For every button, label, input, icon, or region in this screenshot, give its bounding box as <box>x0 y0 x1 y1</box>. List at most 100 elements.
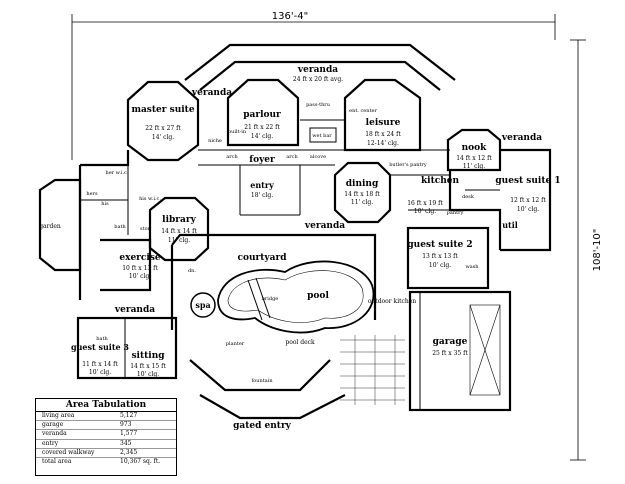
row-value: 2,345 <box>120 448 138 456</box>
library-label: library <box>162 215 196 225</box>
table-row: living area 5,127 <box>36 412 176 422</box>
dining-label: dining <box>346 179 379 189</box>
kitchen-label: kitchen <box>421 176 460 186</box>
spa-shape <box>190 292 216 318</box>
depth-dimension-label: 108'-10" <box>592 229 603 272</box>
foyer-label: foyer <box>249 155 275 165</box>
kitchen-size: 16 ft x 19 ft <box>407 200 443 207</box>
niche-label: niche <box>208 138 222 144</box>
row-label: living area <box>42 412 75 419</box>
area-tabulation-table: Area Tabulation living area 5,127 garage… <box>35 398 177 476</box>
parlour-label: parlour <box>243 110 281 120</box>
alcove-label: alcove <box>310 154 326 160</box>
arch-label-2: arch <box>286 154 298 160</box>
table-row: garage 973 <box>36 421 176 431</box>
planter-label: planter <box>226 341 245 347</box>
guest-suite-3-label: guest suite 3 <box>71 342 129 352</box>
library-size: 14 ft x 14 ft <box>161 228 197 235</box>
table-row: total area 10,367 sq. ft. <box>36 458 176 466</box>
built-in-label: built-in <box>228 129 247 135</box>
entry-clg: 18' clg. <box>251 192 273 199</box>
nook-clg: 11' clg. <box>463 163 485 170</box>
garage-label: garage <box>433 337 468 347</box>
guest-suite-2-size: 13 ft x 13 ft <box>422 253 458 260</box>
guest-suite-1-label: guest suite 1 <box>495 176 560 186</box>
master-suite-size: 22 ft x 27 ft <box>145 125 181 132</box>
guest-suite-2-clg: 10' clg. <box>429 262 451 269</box>
guest-suite-1-size: 12 ft x 12 ft <box>510 197 546 204</box>
width-dimension-label: 136'-4" <box>272 11 308 22</box>
pool-shape <box>217 260 375 334</box>
table-row: covered walkway 2,345 <box>36 448 176 459</box>
dimension-lines <box>71 14 586 461</box>
dn-label: dn. <box>188 268 196 274</box>
her-wic-label: her w.i.c. <box>105 170 128 176</box>
leisure-label: leisure <box>366 118 401 128</box>
pantry-label: pantry <box>447 210 464 216</box>
sitting-size: 14 ft x 15 ft <box>130 363 166 370</box>
area-tabulation-title: Area Tabulation <box>36 399 176 412</box>
row-value: 5,127 <box>120 412 138 419</box>
bridge-line <box>247 279 263 321</box>
veranda-tl-label: veranda <box>191 88 232 98</box>
nook-label: nook <box>462 143 488 153</box>
dining-size: 14 ft x 18 ft <box>344 191 380 198</box>
fountain-label: fountain <box>251 378 273 384</box>
deck-hatch <box>340 335 405 405</box>
courtyard-label: courtyard <box>237 253 287 263</box>
hers-label: hers <box>86 191 98 197</box>
pool-label: pool <box>307 291 329 301</box>
util-label: util <box>502 220 518 230</box>
exercise-size: 10 ft x 13 ft <box>122 265 158 272</box>
garage-stalls <box>469 304 501 396</box>
row-label: covered walkway <box>42 448 95 456</box>
bath-3-label: bath <box>96 336 108 342</box>
row-label: total area <box>42 458 72 466</box>
parlour-clg: 14' clg. <box>251 133 273 140</box>
stor-label: stor <box>140 226 151 232</box>
veranda-tr-label: veranda <box>501 133 542 143</box>
guest-suite-2-label: guest suite 2 <box>407 240 472 250</box>
row-label: entry <box>42 439 59 447</box>
butler-pantry-label: butler's pantry <box>389 162 427 168</box>
exercise-label: exercise <box>119 253 161 263</box>
parlour-size: 21 ft x 22 ft <box>244 124 280 131</box>
master-suite-clg: 14' clg. <box>152 134 174 141</box>
arch-label-1: arch <box>226 154 238 160</box>
row-value: 345 <box>120 439 132 447</box>
pool-deck-label: pool deck <box>285 339 315 346</box>
exercise-clg: 10' clg. <box>129 273 151 280</box>
veranda-top-size: 24 ft x 20 ft avg. <box>293 76 343 83</box>
entry-label: entry <box>250 180 274 190</box>
veranda-bl-label: veranda <box>114 305 155 315</box>
wash-label: wash <box>465 264 479 270</box>
nook-size: 14 ft x 12 ft <box>456 155 492 162</box>
row-label: garage <box>42 421 64 429</box>
sitting-clg: 10' clg. <box>137 371 159 378</box>
table-row: entry 345 <box>36 440 176 449</box>
desk-label: desk <box>462 194 475 200</box>
kitchen-clg: 10' clg. <box>414 208 436 215</box>
garage-size: 25 ft x 35 ft <box>432 350 468 357</box>
row-label: veranda <box>42 430 67 438</box>
sitting-label: sitting <box>131 351 165 361</box>
table-row: veranda 1,577 <box>36 430 176 440</box>
pass-thru-label: pass-thru <box>306 102 331 108</box>
guest-suite-3-clg: 10' clg. <box>89 369 111 376</box>
guest-suite-1-clg: 10' clg. <box>517 206 539 213</box>
spa-label: spa <box>195 300 210 310</box>
ent-center-label: ent. center <box>349 108 377 114</box>
veranda-mid-label: veranda <box>304 221 345 231</box>
master-suite-label: master suite <box>131 105 194 115</box>
library-clg: 11' clg. <box>168 237 190 244</box>
gated-entry-label: gated entry <box>233 421 292 431</box>
row-value: 973 <box>120 421 132 429</box>
leisure-size: 18 ft x 24 ft <box>365 131 401 138</box>
interior-walls <box>80 119 500 410</box>
garden-label: garden <box>39 223 61 230</box>
wet-bar-label: wet bar <box>312 133 332 139</box>
pool-inner <box>227 270 364 323</box>
guest-suite-3-size: 11 ft x 14 ft <box>82 361 118 368</box>
leisure-clg: 12-14' clg. <box>367 140 399 147</box>
